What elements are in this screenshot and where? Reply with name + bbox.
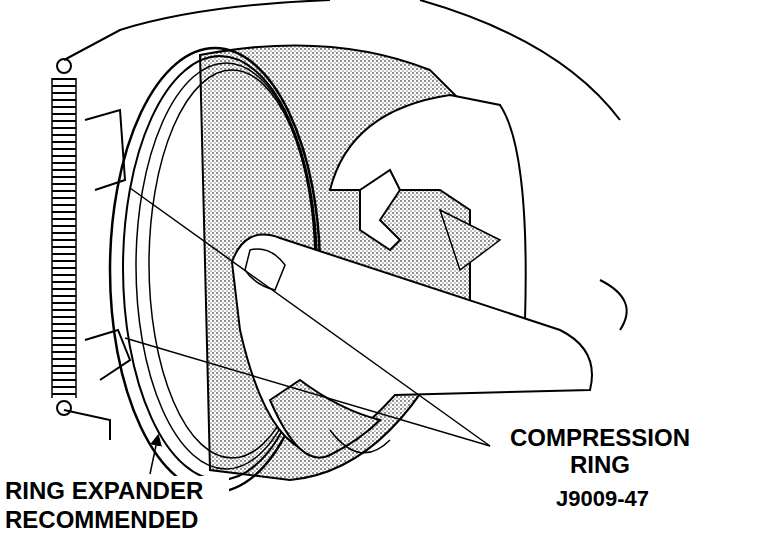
part-label: COMPRESSION RING	[498, 424, 702, 478]
figure-number: J9009-47	[554, 486, 688, 512]
spring	[52, 59, 76, 415]
part-label: RING EXPANDER RECOMMENDED	[3, 476, 229, 534]
leader-lines	[125, 188, 490, 474]
piston	[200, 45, 526, 480]
